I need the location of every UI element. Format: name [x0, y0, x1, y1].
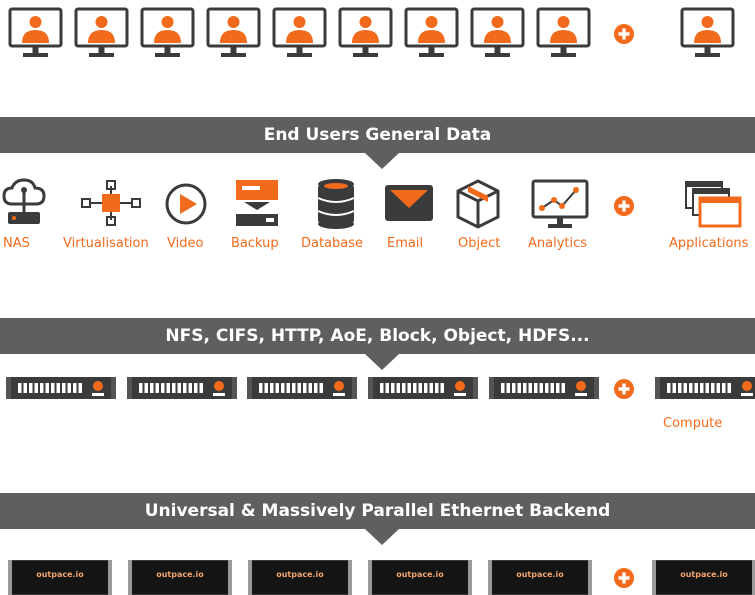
brand-logo: outpace.io [680, 570, 728, 579]
brand-logo: outpace.io [276, 570, 324, 579]
brand-logo: outpace.io [36, 570, 84, 579]
service-label-backup: Backup [231, 236, 279, 251]
rack-server-icon [127, 377, 237, 399]
compute-label: Compute [663, 416, 723, 431]
user-monitor-icon [8, 7, 63, 57]
rack-server-icon [368, 377, 478, 399]
banner-pointer [365, 529, 399, 545]
backup-icon [236, 180, 278, 226]
user-monitor-icon [140, 7, 195, 57]
storage-box-icon: outpace.io [128, 560, 232, 595]
brand-logo: outpace.io [516, 570, 564, 579]
service-label-analytics: Analytics [528, 236, 588, 251]
protocols-banner: NFS, CIFS, HTTP, AoE, Block, Object, HDF… [0, 318, 755, 354]
service-label-video: Video [167, 236, 204, 251]
envelope-icon [385, 185, 433, 221]
play-icon [165, 183, 207, 225]
service-label-virtualisation: Virtualisation [63, 236, 149, 251]
users-banner: End Users General Data [0, 117, 755, 153]
service-label-applications: Applications [669, 236, 749, 251]
service-label-object: Object [458, 236, 501, 251]
banner-pointer [365, 354, 399, 370]
banner-pointer [365, 153, 399, 169]
user-monitor-icon [680, 7, 735, 57]
rack-server-icon [489, 377, 599, 399]
service-label-email: Email [387, 236, 424, 251]
service-label-database: Database [301, 236, 364, 251]
plus-icon [614, 379, 634, 399]
analytics-chart-icon [531, 179, 589, 228]
brand-logo: outpace.io [396, 570, 444, 579]
storage-box-icon: outpace.io [8, 560, 112, 595]
user-monitor-icon [74, 7, 129, 57]
plus-icon [614, 196, 634, 216]
plus-icon [614, 24, 634, 44]
database-icon [317, 179, 355, 229]
storage-box-icon: outpace.io [368, 560, 472, 595]
network-nodes-icon [81, 180, 141, 226]
storage-box-icon: outpace.io [488, 560, 592, 595]
rack-server-icon [247, 377, 357, 399]
storage-box-icon: outpace.io [248, 560, 352, 595]
user-monitor-icon [470, 7, 525, 57]
rack-server-icon [6, 377, 116, 399]
cube-icon [456, 179, 500, 229]
brand-logo: outpace.io [156, 570, 204, 579]
user-monitor-icon [272, 7, 327, 57]
user-monitor-icon [404, 7, 459, 57]
user-monitor-icon [206, 7, 261, 57]
rack-server-icon [655, 377, 755, 399]
plus-icon [614, 568, 634, 588]
storage-box-icon: outpace.io [652, 560, 755, 595]
user-monitor-icon [536, 7, 591, 57]
cloud-nas-icon [2, 178, 46, 224]
user-monitor-icon [338, 7, 393, 57]
service-label-nas: NAS [3, 236, 30, 251]
stacked-windows-icon [685, 181, 742, 228]
backend-banner: Universal & Massively Parallel Ethernet … [0, 493, 755, 529]
